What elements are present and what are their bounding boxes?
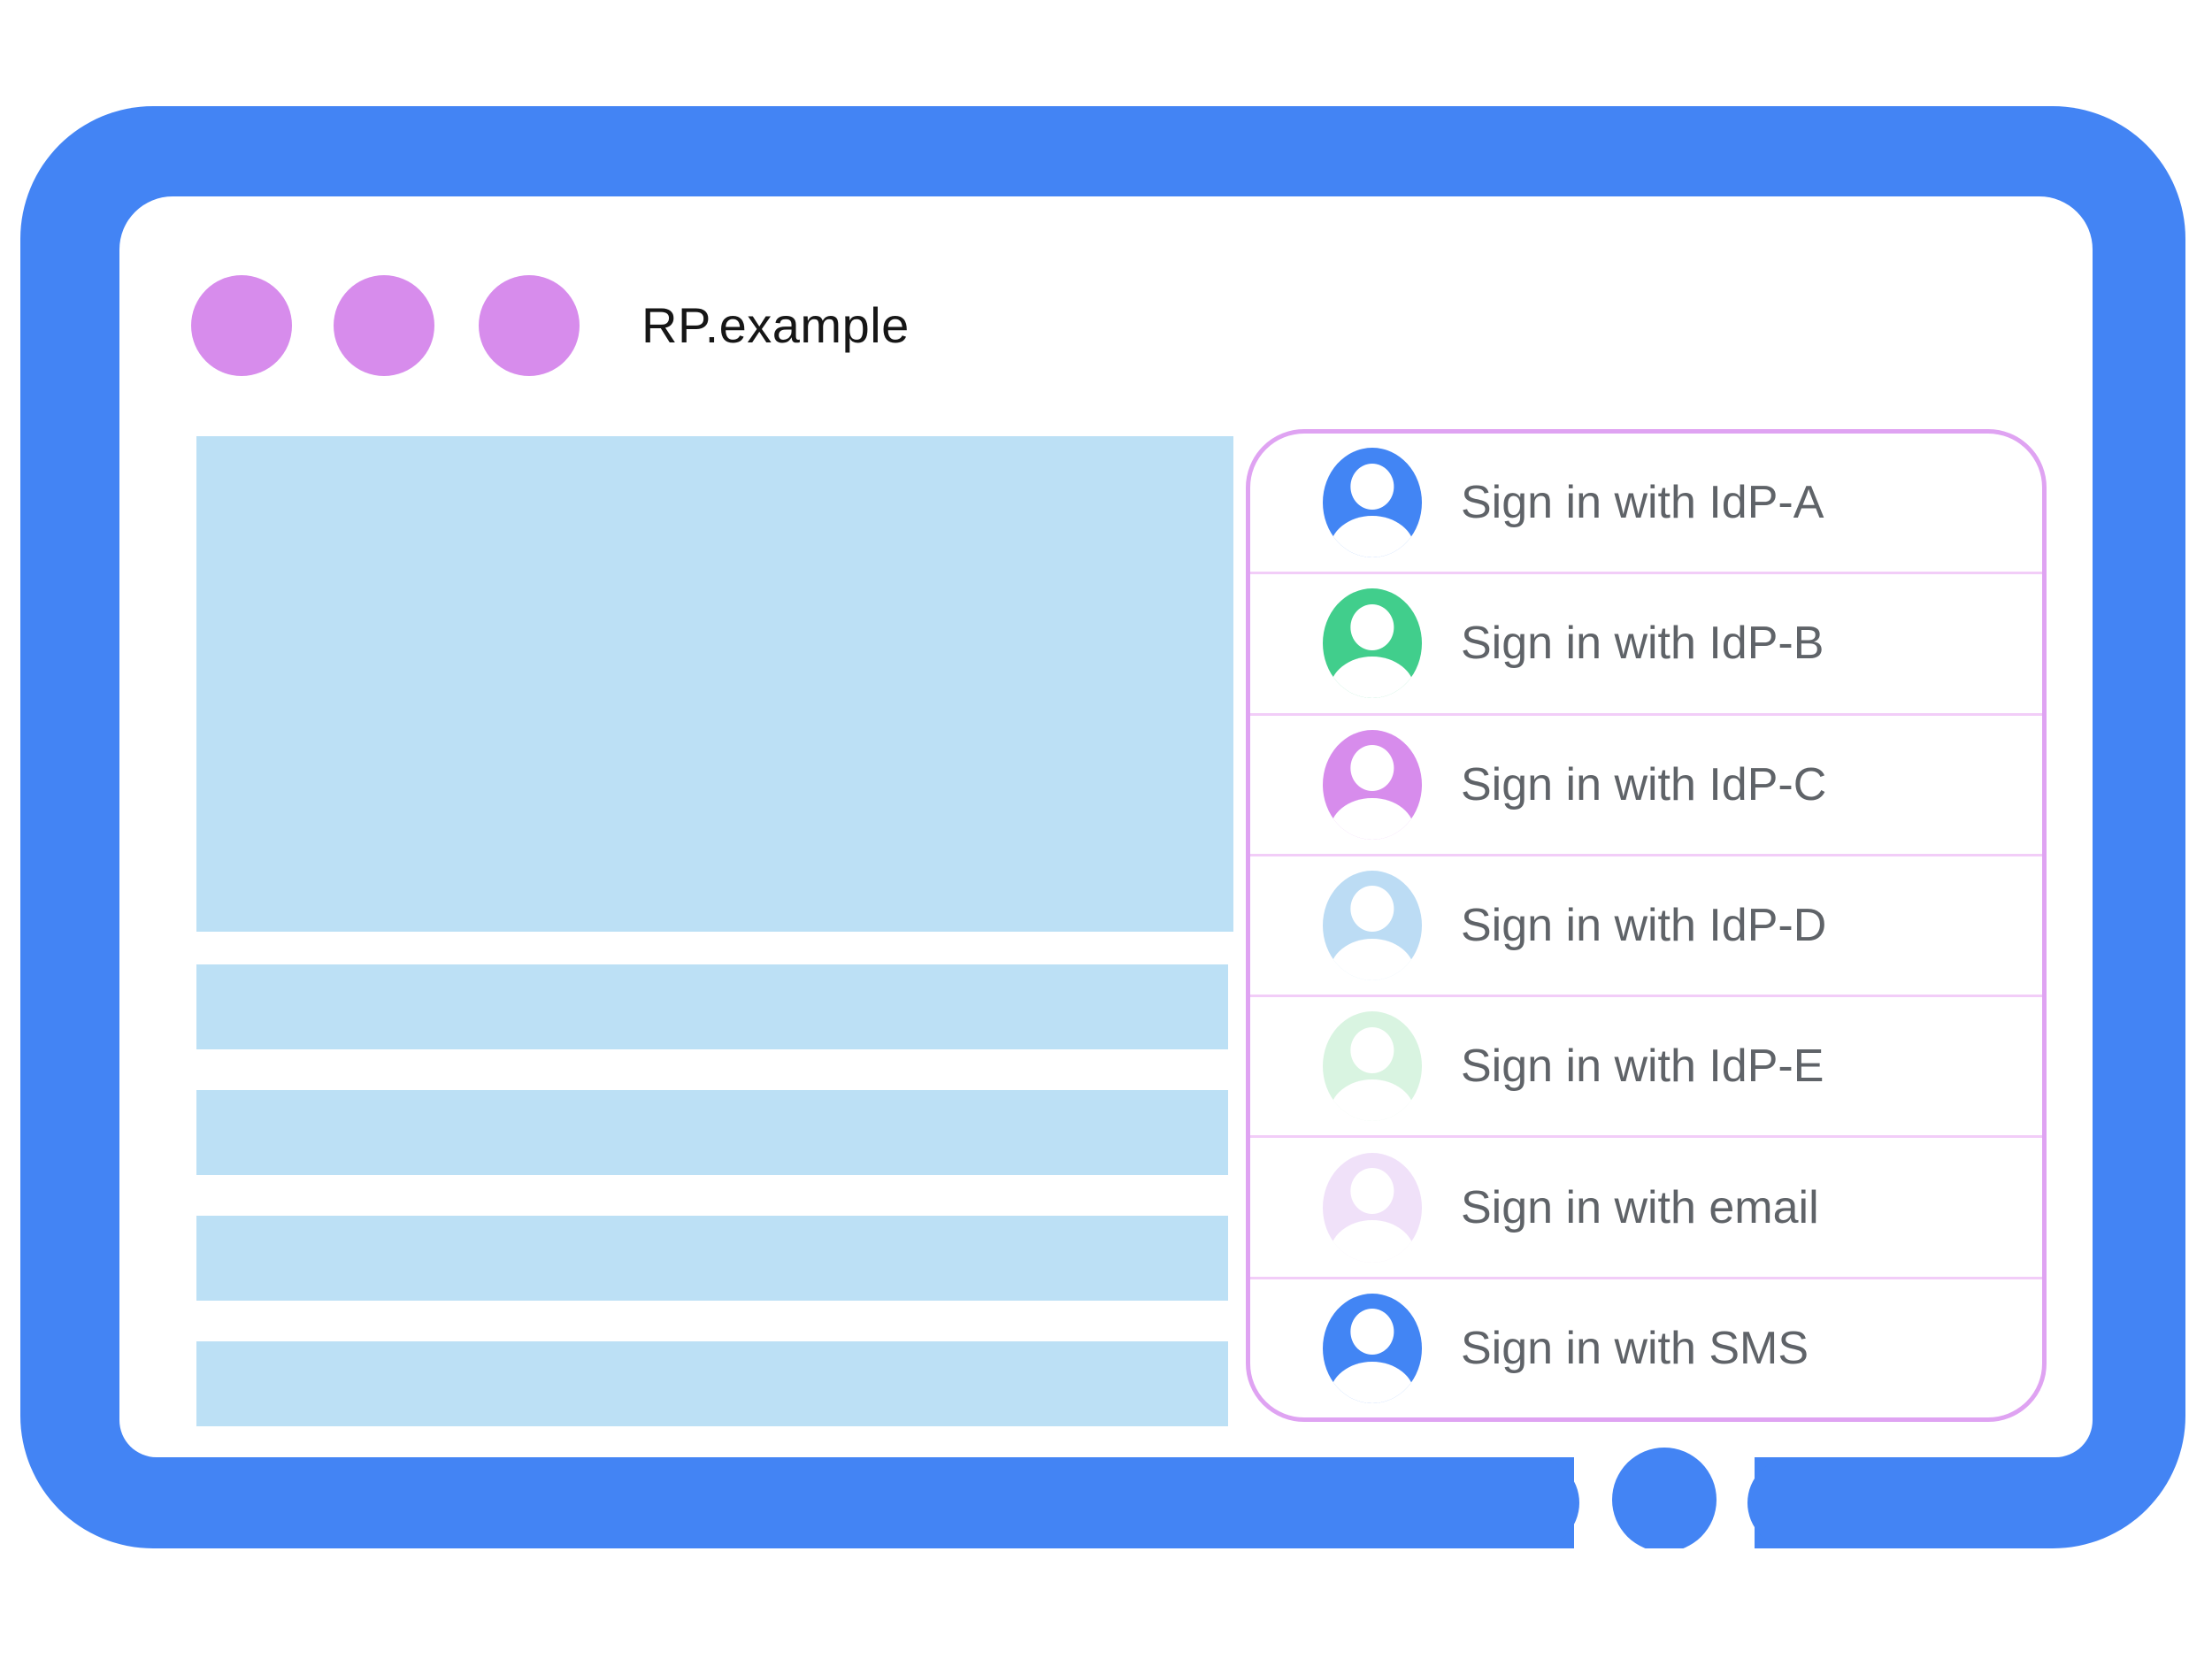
browser-frame: RP.example Sign in with IdP-A Sign in wi… (20, 106, 2185, 1548)
avatar-torso-shape (1329, 657, 1416, 699)
window-control-dot[interactable] (191, 275, 292, 376)
home-button[interactable] (1612, 1448, 1717, 1548)
avatar-torso-shape (1329, 797, 1416, 840)
avatar-head-shape (1350, 1026, 1394, 1073)
signin-option[interactable]: Sign in with IdP-E (1250, 995, 2042, 1135)
window-control-dot[interactable] (334, 275, 434, 376)
avatar-torso-shape (1329, 938, 1416, 980)
signin-panel: Sign in with IdP-A Sign in with IdP-B Si… (1246, 429, 2047, 1422)
avatar-torso-shape (1329, 1079, 1416, 1122)
content-placeholder-line (196, 1216, 1228, 1301)
signin-option[interactable]: Sign in with IdP-A (1250, 434, 2042, 572)
signin-option[interactable]: Sign in with email (1250, 1135, 2042, 1276)
avatar-torso-shape (1329, 516, 1416, 558)
bezel-bar-cap-right (1747, 1457, 1836, 1548)
signin-option-label: Sign in with IdP-A (1461, 477, 1824, 529)
avatar-head-shape (1350, 886, 1394, 933)
signin-option[interactable]: Sign in with SMS (1250, 1276, 2042, 1417)
content-placeholder-line (196, 1341, 1228, 1426)
signin-option-label: Sign in with IdP-B (1461, 618, 1824, 670)
content-placeholder-hero (196, 436, 1233, 932)
signin-option-label: Sign in with IdP-D (1461, 899, 1827, 951)
signin-option-label: Sign in with email (1461, 1181, 1819, 1233)
signin-option-label: Sign in with IdP-C (1461, 758, 1827, 810)
user-avatar-icon (1323, 1293, 1422, 1403)
user-avatar-icon (1323, 448, 1422, 558)
avatar-head-shape (1350, 603, 1394, 650)
browser-viewport: RP.example Sign in with IdP-A Sign in wi… (119, 196, 2093, 1457)
user-avatar-icon (1323, 729, 1422, 840)
avatar-torso-shape (1329, 1220, 1416, 1263)
user-avatar-icon (1323, 1152, 1422, 1263)
avatar-head-shape (1350, 1167, 1394, 1214)
user-avatar-icon (1323, 870, 1422, 980)
user-avatar-icon (1323, 1011, 1422, 1122)
signin-option[interactable]: Sign in with IdP-B (1250, 572, 2042, 712)
avatar-head-shape (1350, 1309, 1394, 1356)
avatar-torso-shape (1329, 1361, 1416, 1403)
signin-option-label: Sign in with IdP-E (1461, 1041, 1824, 1093)
user-avatar-icon (1323, 588, 1422, 699)
signin-option[interactable]: Sign in with IdP-D (1250, 853, 2042, 995)
content-placeholder-line (196, 964, 1228, 1049)
page-title: RP.example (641, 297, 910, 353)
bezel-bar-cap-left (1491, 1457, 1579, 1548)
signin-option[interactable]: Sign in with IdP-C (1250, 712, 2042, 854)
content-placeholder-line (196, 1090, 1228, 1175)
avatar-head-shape (1350, 745, 1394, 792)
signin-option-label: Sign in with SMS (1461, 1322, 1809, 1374)
avatar-head-shape (1350, 463, 1394, 510)
window-control-dot[interactable] (479, 275, 580, 376)
